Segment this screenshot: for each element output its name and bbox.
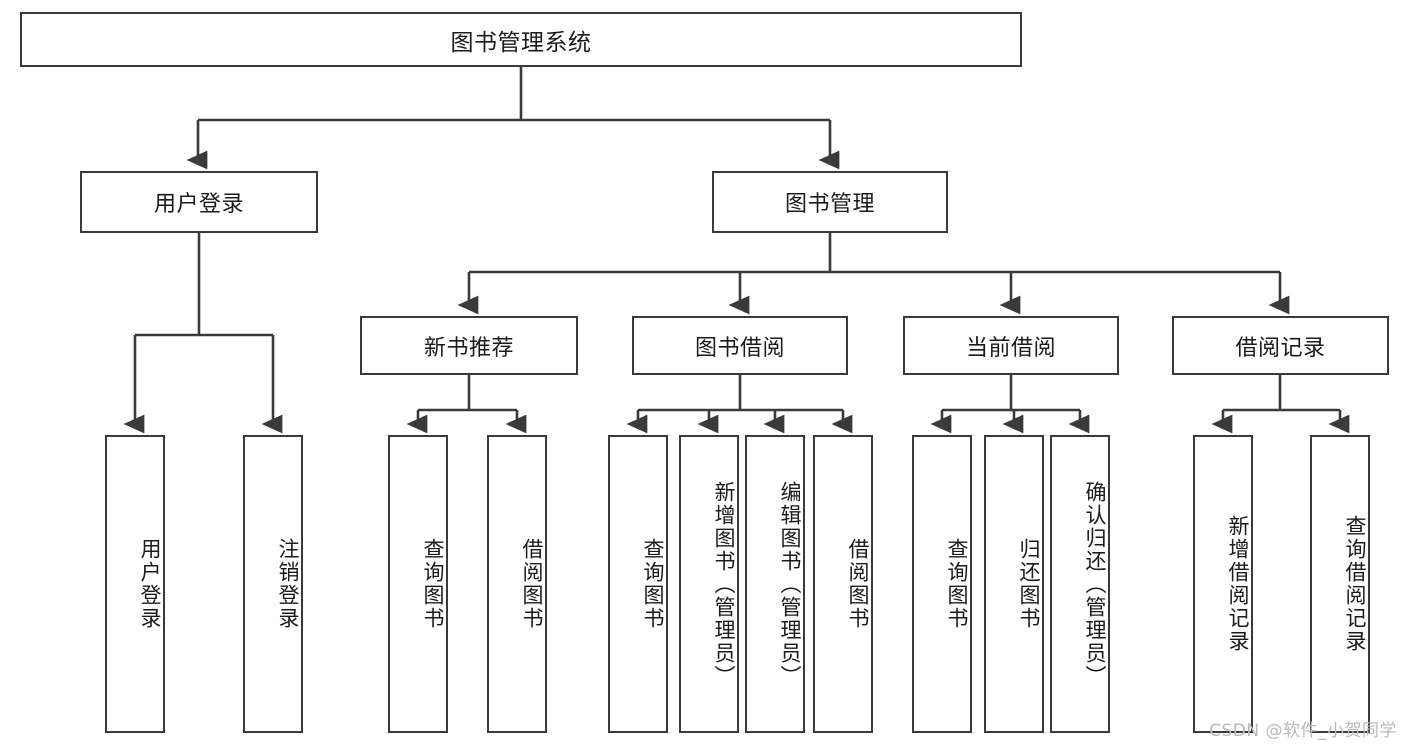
node-leaf-rec-borrow-book[interactable]: 借阅图书	[487, 435, 547, 733]
node-label: 图书管理	[784, 192, 875, 217]
node-leaf-rec-query-book[interactable]: 查询图书	[388, 435, 448, 733]
node-leaf-cur-return-book[interactable]: 归还图书	[984, 435, 1044, 733]
node-user-login[interactable]: 用户登录	[80, 171, 318, 233]
node-label: 查询图书	[421, 538, 445, 630]
node-label: 借阅图书	[846, 538, 870, 630]
node-label: 用户登录	[153, 192, 244, 217]
node-leaf-borrow-add-book[interactable]: 新增图书（管理员）	[679, 435, 739, 733]
node-label: 编辑图书（管理员）	[778, 480, 802, 688]
node-label: 新增图书（管理员）	[712, 480, 736, 688]
node-book-manage[interactable]: 图书管理	[712, 171, 948, 233]
node-label: 新增借阅记录	[1226, 515, 1250, 653]
node-label: 图书管理系统	[450, 29, 592, 56]
node-label: 图书借阅	[694, 335, 785, 361]
node-label: 查询借阅记录	[1343, 515, 1367, 653]
node-label: 注销登录	[276, 538, 300, 630]
node-leaf-user-logout-leaf[interactable]: 注销登录	[243, 435, 303, 733]
node-book-borrow[interactable]: 图书借阅	[632, 316, 848, 375]
node-label: 借阅图书	[520, 538, 544, 630]
node-label: 新书推荐	[423, 335, 514, 361]
node-leaf-user-login-leaf[interactable]: 用户登录	[105, 435, 165, 733]
node-label: 查询图书	[641, 538, 665, 630]
node-current-borrow[interactable]: 当前借阅	[903, 316, 1119, 375]
node-leaf-borrow-borrow-book[interactable]: 借阅图书	[813, 435, 873, 733]
node-label: 确认归还（管理员）	[1083, 480, 1107, 688]
node-new-book-recommend[interactable]: 新书推荐	[360, 316, 578, 375]
node-leaf-cur-query-book[interactable]: 查询图书	[912, 435, 972, 733]
node-borrow-record[interactable]: 借阅记录	[1172, 316, 1389, 375]
node-leaf-rec-add-record[interactable]: 新增借阅记录	[1193, 435, 1253, 733]
node-root-system[interactable]: 图书管理系统	[20, 12, 1022, 67]
node-label: 用户登录	[138, 538, 162, 630]
node-label: 借阅记录	[1235, 335, 1326, 361]
node-leaf-borrow-query-book[interactable]: 查询图书	[608, 435, 668, 733]
node-leaf-cur-confirm-return[interactable]: 确认归还（管理员）	[1050, 435, 1110, 733]
node-leaf-borrow-edit-book[interactable]: 编辑图书（管理员）	[745, 435, 805, 733]
node-label: 查询图书	[945, 538, 969, 630]
node-label: 归还图书	[1017, 538, 1041, 630]
node-label: 当前借阅	[965, 335, 1056, 361]
watermark: CSDN @软件_小贺同学	[1209, 721, 1397, 741]
node-leaf-rec-query-record[interactable]: 查询借阅记录	[1310, 435, 1370, 733]
